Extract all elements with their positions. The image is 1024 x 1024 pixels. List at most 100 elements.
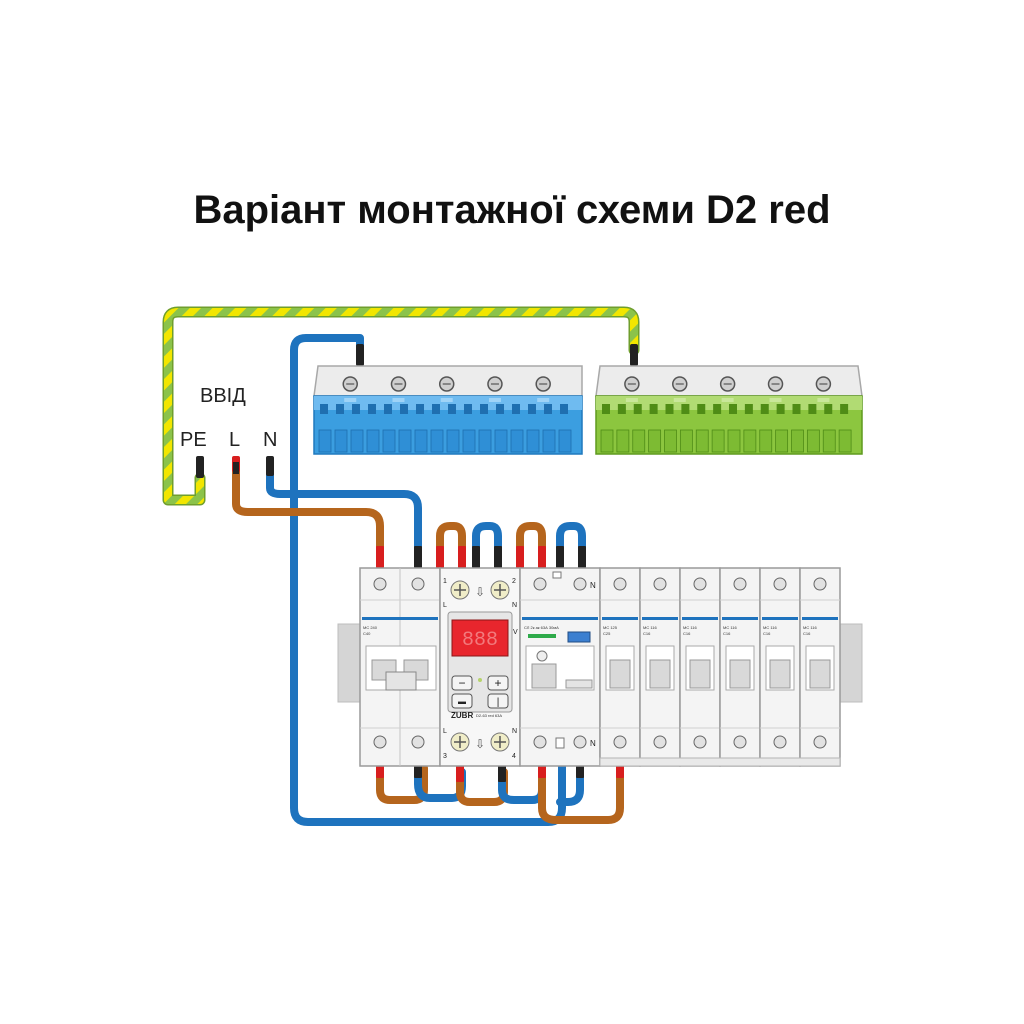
busbar-tooth: [462, 429, 476, 453]
busbar-hole: [560, 404, 568, 414]
busbar-hole: [697, 404, 706, 414]
breaker-rating: C16: [643, 631, 651, 636]
busbar-hole: [368, 404, 376, 414]
busbar-hole: [681, 404, 690, 414]
busbar-tooth: [822, 429, 836, 453]
relay-voltage-label: V: [513, 629, 518, 636]
busbar-hole: [602, 404, 610, 414]
breaker-toggle[interactable]: [769, 659, 791, 689]
wires: [162, 306, 640, 826]
breaker-toggle[interactable]: [729, 659, 751, 689]
busbar-tooth: [494, 429, 508, 453]
main-breaker-model: MC 240: [363, 625, 378, 630]
busbar-tooth: [334, 429, 348, 453]
busbar-tooth: [430, 429, 444, 453]
main-breaker-rating: C40: [363, 631, 371, 636]
relay-terminal-4: 4: [512, 753, 516, 760]
busbar-hole: [384, 404, 392, 414]
rcd[interactable]: N N СЛ 2к ак 63А 30мА: [519, 567, 601, 767]
breaker-toggle[interactable]: [609, 659, 631, 689]
busbar-hole: [760, 404, 769, 414]
relay-bottom-n: N: [512, 728, 517, 735]
busbar-hole: [617, 404, 626, 414]
breaker-toggle[interactable]: [689, 659, 711, 689]
busbar-tooth: [838, 429, 852, 453]
jumper-top-3: [516, 522, 546, 552]
menu-label: |: [497, 697, 500, 708]
busbar-hole: [352, 404, 360, 414]
busbar-tooth: [414, 429, 428, 453]
busbar-tooth: [510, 429, 524, 453]
busbar-hole: [320, 404, 328, 414]
relay-top-n: N: [512, 602, 517, 609]
input-n-label: N: [263, 429, 277, 451]
jumper-top-4: [556, 522, 586, 552]
busbar-tooth: [806, 429, 820, 453]
breaker-toggle[interactable]: [809, 659, 831, 689]
busbar-tooth: [398, 429, 412, 453]
busbar-tooth: [526, 429, 540, 453]
terminal-screw-icon: [813, 577, 827, 591]
minus-button[interactable]: [451, 675, 473, 691]
terminal-screw-icon: [773, 577, 787, 591]
busbar-tooth: [679, 429, 693, 453]
busbar-hole: [496, 404, 504, 414]
wire-bottom-5: [538, 764, 624, 824]
busbar-tooth: [446, 429, 460, 453]
breaker-toggle[interactable]: [649, 659, 671, 689]
relay-top-l: L: [443, 602, 447, 609]
din-rail: [337, 623, 863, 703]
voltage-relay[interactable]: ⇩ 1 2 L N 888 V − + ▬ | ZUBR D2-63 red 6…: [439, 567, 521, 767]
busbar-hole: [744, 404, 753, 414]
breaker-rating: C16: [683, 631, 691, 636]
busbar-hole: [713, 404, 722, 414]
relay-model: D2-63 red 63A: [476, 713, 502, 718]
busbar-hole: [633, 404, 642, 414]
busbar-hole: [416, 404, 424, 414]
page-title: Варіант монтажної схеми D2 red: [193, 188, 831, 232]
menu-button[interactable]: [487, 693, 509, 709]
main-breaker[interactable]: MC 240 C40: [359, 567, 441, 767]
busbar-hole: [512, 404, 520, 414]
wire-bottom-3: [456, 768, 508, 806]
busbar-tooth: [632, 429, 646, 453]
rcd-model: СЛ 2к ак 63А 30мА: [524, 625, 559, 630]
breaker-model: MC 116: [643, 625, 657, 630]
busbar-hole: [792, 404, 801, 414]
busbar-hole: [649, 404, 658, 414]
terminal-screw-icon: [693, 577, 707, 591]
busbar-tooth: [759, 429, 773, 453]
busbar-hole: [448, 404, 456, 414]
busbar-clip: [344, 398, 357, 402]
down-arrow-icon: ⇩: [475, 737, 485, 751]
breaker-stripe: [722, 617, 758, 620]
busbar-tooth: [318, 429, 332, 453]
breaker-model: MC 116: [763, 625, 777, 630]
busbar-hole: [432, 404, 440, 414]
breaker-stripe: [762, 617, 798, 620]
busbar-tooth: [711, 429, 725, 453]
busbar-tooth: [382, 429, 396, 453]
plus-button[interactable]: [487, 675, 509, 691]
busbar-clip: [817, 398, 830, 402]
busbar-hole: [665, 404, 674, 414]
terminal-screw-icon: [813, 735, 827, 749]
busbar-tooth: [350, 429, 364, 453]
busbar-tooth: [600, 429, 614, 453]
breaker-stripe: [682, 617, 718, 620]
busbar-clip: [673, 398, 686, 402]
lock-button[interactable]: [451, 693, 473, 709]
rcd-n-bottom: N: [590, 739, 596, 748]
ferrules: [196, 344, 638, 782]
breaker-model: MC 125: [603, 625, 618, 630]
busbar-hole: [824, 404, 833, 414]
phase-input-wire: [232, 462, 384, 552]
busbar-clip: [392, 398, 405, 402]
